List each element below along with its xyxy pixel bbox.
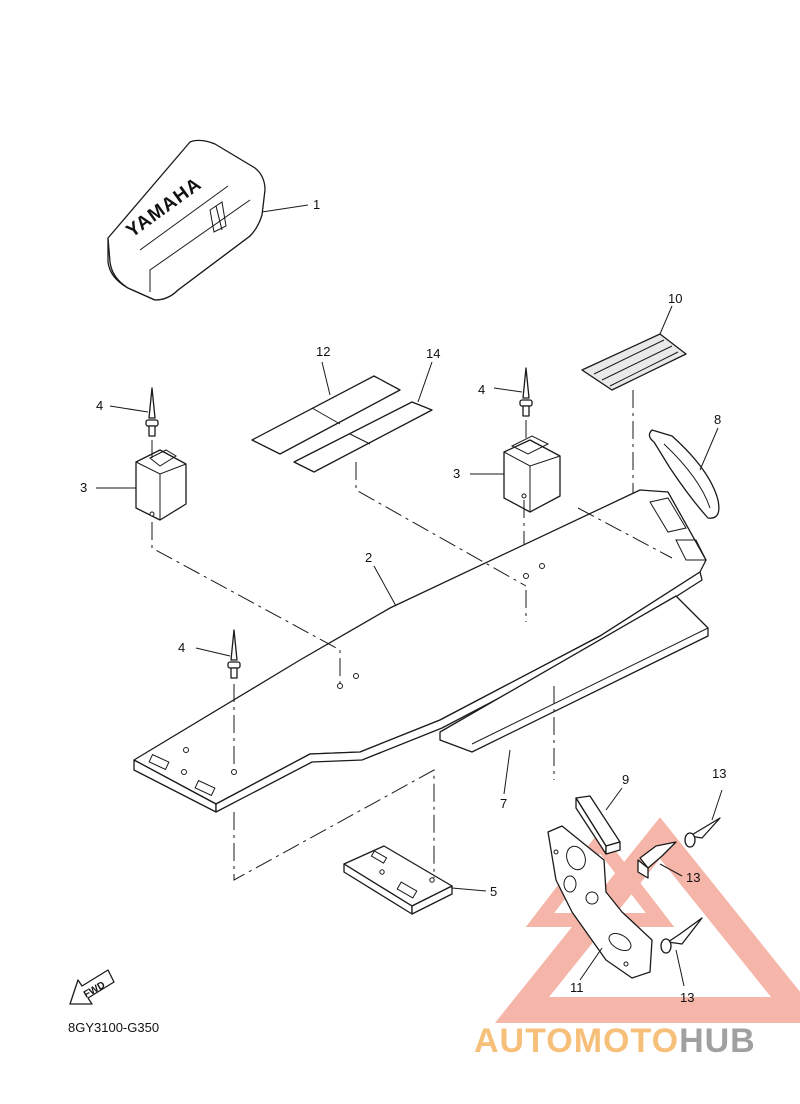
callout-10: 12	[316, 344, 330, 359]
callout-4-lower: 4	[178, 640, 185, 655]
callout-9: 10	[668, 291, 682, 306]
fwd-label: FWD	[82, 980, 107, 1001]
rivet-part-4-left-top	[145, 387, 159, 437]
watermark-part2: HUB	[679, 1022, 756, 1060]
callout-4-right: 4	[478, 382, 485, 397]
callout-7: 8	[714, 412, 721, 427]
callout-2: 2	[365, 550, 372, 565]
callout-4-left-top: 4	[96, 398, 103, 413]
watermark-text: AUTOMOTOHUB	[474, 1022, 756, 1060]
callout-11: 11	[570, 980, 584, 995]
mat-part-14	[293, 401, 433, 473]
mat-part-10	[251, 375, 401, 455]
block-part-8	[575, 795, 621, 855]
rivet-part-4-right	[519, 367, 533, 417]
bracket-plate-part-11	[547, 825, 653, 979]
callout-3-left: 3	[80, 480, 87, 495]
callout-12: 13	[686, 870, 700, 885]
watermark-part1: AUTOMOTO	[474, 1022, 679, 1060]
pad-part-9	[581, 333, 687, 391]
seat-cover-part-1: YAMAHA	[107, 139, 266, 301]
callout-6: 7	[500, 796, 507, 811]
fwd-arrow-icon: FWD	[69, 969, 115, 1005]
under-plate-part-6	[439, 595, 709, 753]
screw-part-13-lower	[660, 917, 703, 954]
bracket-part-3-right	[503, 435, 561, 513]
callout-3-right: 3	[453, 466, 460, 481]
callout-1: 1	[313, 197, 320, 212]
lower-plate-part-5	[343, 845, 453, 915]
diagram-code: 8GY3100-G350	[68, 1020, 159, 1035]
handle-part-7	[648, 429, 720, 519]
bracket-part-3-left	[135, 449, 187, 521]
rivet-part-4-lower	[227, 629, 241, 679]
deck-plate-part-2	[133, 489, 707, 813]
callout-13-lower: 13	[680, 990, 694, 1005]
callout-13-upper: 13	[712, 766, 726, 781]
callout-5: 5	[490, 884, 497, 899]
callout-8: 9	[622, 772, 629, 787]
callout-14: 14	[426, 346, 440, 361]
clip-part-12	[637, 841, 677, 879]
screw-part-13-upper	[684, 817, 721, 848]
